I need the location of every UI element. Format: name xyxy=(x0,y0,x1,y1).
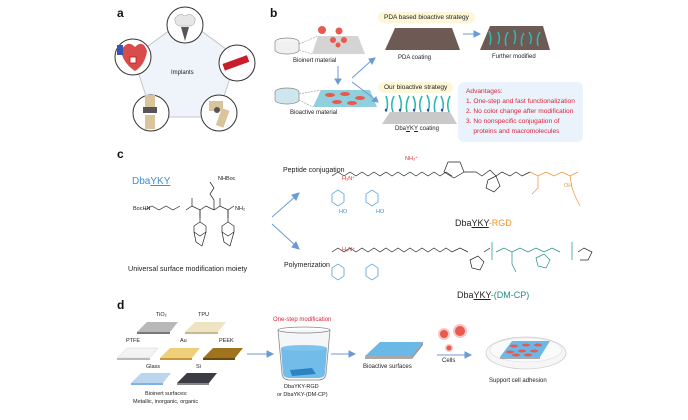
plate-glass xyxy=(131,373,171,385)
plate-si xyxy=(177,373,217,385)
plate-tpu xyxy=(185,322,226,334)
dba-coating-y1: Y xyxy=(406,126,411,132)
bioinert-caption-1: Bioinert surfaces: xyxy=(145,391,188,397)
ho-label-2: HO xyxy=(376,209,385,215)
plate-ptfe xyxy=(116,347,159,360)
moiety-structure xyxy=(144,181,235,247)
plate-peek xyxy=(203,348,243,360)
nh3-label-1: NH₃⁺ xyxy=(405,156,419,162)
advantage-item: 3. No nonspecific conjugation of xyxy=(466,118,560,125)
moiety-caption: Universal surface modification moiety xyxy=(128,264,248,273)
advantage-item: proteins and macromolecules xyxy=(466,128,560,135)
moiety-prefix: Dba xyxy=(132,176,151,187)
implants-label: Implants xyxy=(171,70,194,76)
advantages-box: Advantages: 1. One-step and fast functio… xyxy=(458,82,583,142)
material-tio2: TiO₂ xyxy=(156,312,167,318)
nhboc-label: NHBoc xyxy=(218,176,236,182)
cells-icon xyxy=(438,324,467,352)
dbaykY-title: DbaYKY xyxy=(132,176,170,187)
product-dmcp-ykY: YKY xyxy=(473,290,491,300)
product-rgd-suffix: -RGD xyxy=(488,218,512,228)
rgd-structure xyxy=(331,161,581,207)
reagent-2-label: or DbaYKY-(DM-CP) xyxy=(277,392,328,398)
our-strategy-pill: Our bioactive strategy xyxy=(378,82,454,93)
dba-coating-prefix: Dba xyxy=(395,126,407,132)
bioactive-surfaces-label: Bioactive surfaces xyxy=(363,364,412,370)
stent-icon xyxy=(218,44,256,82)
moiety-ykY: YKY xyxy=(150,176,171,187)
panel-d-label: d xyxy=(117,298,125,312)
bioactive-material-label: Bioactive material xyxy=(290,110,338,116)
dmcp-structure xyxy=(331,242,593,281)
h3n-label-2: H₃N⁺ xyxy=(342,247,356,253)
reagent-1-label: DbaYKY-RGD xyxy=(284,384,319,390)
beaker-icon xyxy=(277,326,331,381)
advantages-title: Advantages: xyxy=(466,88,503,95)
polymerization-label: Polymerization xyxy=(284,262,330,269)
petri-dish-icon xyxy=(485,336,567,370)
product-dmcp-label: DbaYKY-(DM-CP) xyxy=(457,290,529,300)
panel-c-label: c xyxy=(117,147,124,161)
material-tpu: TPU xyxy=(198,312,209,318)
material-ptfe: PTFE xyxy=(126,338,141,344)
product-rgd-ykY: YKY xyxy=(471,218,489,228)
cells-label: Cells xyxy=(442,358,456,364)
panel-b-label: b xyxy=(270,6,278,20)
product-rgd-prefix: Dba xyxy=(455,218,472,228)
dba-coating-suffix: coating xyxy=(417,126,439,132)
material-au: Au xyxy=(180,338,187,344)
material-glass: Glass xyxy=(146,364,161,370)
panel-b-graphics xyxy=(274,26,550,124)
product-rgd-label: DbaYKY-RGD xyxy=(455,218,512,228)
advantage-item: 2. No color change after modification xyxy=(466,108,574,115)
product-dmcp-suffix: -(DM-CP) xyxy=(490,290,530,300)
bioactive-surface-plate xyxy=(365,342,423,359)
further-modified-label: Further modified xyxy=(492,54,536,60)
support-cell-adhesion-label: Support cell adhesion xyxy=(489,378,547,384)
pda-coating-label: PDA coating xyxy=(398,55,432,61)
bioinert-caption-2: Metallic, inorganic, organic xyxy=(133,399,199,405)
bioinert-material-label: Bioinert material xyxy=(293,58,337,64)
implants-diagram xyxy=(114,6,256,132)
dba-coating-k: K xyxy=(410,126,415,132)
advantage-item: 1. One-step and fast functionalization xyxy=(466,98,575,105)
material-peek: PEEK xyxy=(219,338,234,344)
cardiac-device-icon xyxy=(114,38,152,76)
plate-au xyxy=(160,348,200,360)
pda-strategy-pill: PDA based bioactive strategy xyxy=(378,12,475,23)
hip-implant-icon xyxy=(200,94,238,132)
dba-coating-label: DbaYKY coating xyxy=(395,126,439,132)
peptide-conjugation-label: Peptide conjugation xyxy=(283,167,345,174)
dba-coating-y2: Y xyxy=(414,126,418,132)
panel-a-label: a xyxy=(117,6,124,20)
h3n-label-1: H₃N⁺ xyxy=(342,176,356,182)
material-si: Si xyxy=(196,364,201,370)
one-step-label: One-step modification xyxy=(273,317,332,323)
oh-label-rgd: OH xyxy=(564,183,573,189)
bochn-label: BocHN xyxy=(133,206,151,212)
nh2-label: NH₂ xyxy=(235,206,246,212)
product-dmcp-prefix: Dba xyxy=(457,290,474,300)
knee-implant-icon xyxy=(132,94,170,132)
ho-label-1: HO xyxy=(339,209,348,215)
plate-tio2 xyxy=(137,322,178,334)
dental-implant-icon xyxy=(166,6,204,44)
